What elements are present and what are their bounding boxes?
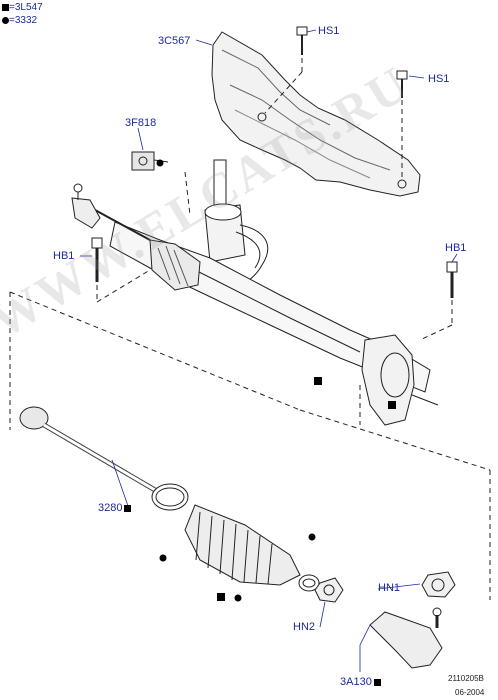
rack-gaiter-boot xyxy=(184,504,301,586)
label-hb1-left: HB1 xyxy=(53,250,75,262)
square-marker-icon xyxy=(124,504,132,512)
small-clamp xyxy=(298,574,320,592)
tie-rod-end-3A130 xyxy=(369,607,443,669)
footer-date: 06-2004 xyxy=(455,688,485,697)
legend-dot: =3332 xyxy=(2,15,37,26)
inner-tie-rod-3280 xyxy=(19,406,157,493)
hn1-nut xyxy=(421,571,456,598)
legend-square-text: =3L547 xyxy=(9,2,43,13)
label-3280-text: 3280 xyxy=(98,502,123,514)
filled-square-icon xyxy=(2,3,9,11)
legend-square: =3L547 xyxy=(2,2,43,13)
label-hn2: HN2 xyxy=(293,621,316,633)
label-hn1: HN1 xyxy=(378,582,401,594)
dot-marker-small-clamp xyxy=(308,533,316,541)
label-3A130: 3A130 xyxy=(340,676,381,688)
square-marker-icon xyxy=(373,678,381,686)
label-3F818: 3F818 xyxy=(125,117,157,129)
legend-dot-text: =3332 xyxy=(9,15,38,26)
boot-clamp xyxy=(151,483,189,511)
dot-marker-sensor xyxy=(156,159,164,167)
heat-shield-3C567 xyxy=(211,31,421,197)
hs1-bolt-right xyxy=(396,70,408,98)
dot-marker-boot xyxy=(234,594,242,602)
footer-ref: 2110205B xyxy=(448,674,484,683)
hn2-nut xyxy=(314,577,344,603)
hb1-bolt-left xyxy=(91,237,103,282)
label-hs1-right: HS1 xyxy=(428,73,450,85)
label-3C567: 3C567 xyxy=(158,35,191,47)
steering-rack-assembly xyxy=(71,159,439,426)
square-marker-rack xyxy=(314,377,322,385)
label-3280: 3280 xyxy=(98,502,132,514)
hb1-bolt-right xyxy=(446,261,458,298)
label-hs1-top: HS1 xyxy=(318,25,340,37)
hs1-bolt-top xyxy=(296,26,308,55)
square-marker-boot xyxy=(217,593,225,601)
square-marker-right xyxy=(388,401,396,409)
dot-marker-clamp xyxy=(159,554,167,562)
label-hb1-right: HB1 xyxy=(445,242,467,254)
sensor-3F818 xyxy=(131,151,169,171)
label-3A130-text: 3A130 xyxy=(340,676,372,688)
filled-dot-icon xyxy=(2,16,9,24)
